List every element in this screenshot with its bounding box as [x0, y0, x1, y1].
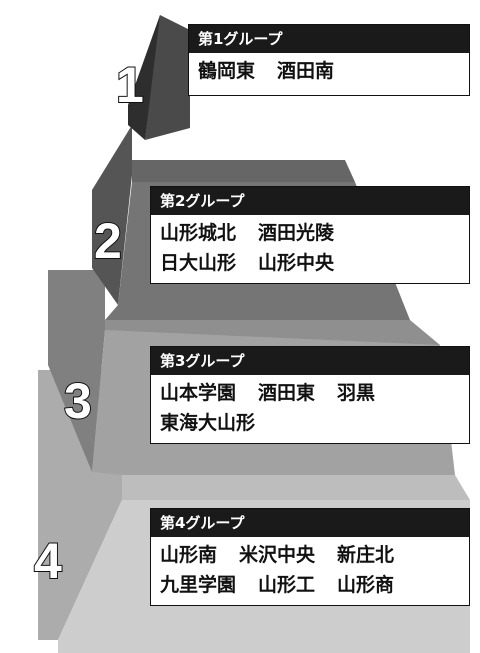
school-name: 山形商: [337, 574, 395, 596]
tier-3-left-face: [48, 270, 105, 472]
tier-3-number: 3: [64, 373, 92, 429]
tier-2-number: 2: [94, 213, 122, 269]
group-2-row-2: 日大山形 山形中央: [160, 248, 461, 278]
group-1-title: 第1グループ: [189, 25, 469, 53]
group-4-row-2: 九里学園 山形工 山形商: [160, 570, 461, 600]
group-1-box: 第1グループ 鶴岡東 酒田南: [188, 24, 470, 96]
school-name: 山形城北: [160, 222, 237, 244]
school-name: 酒田光陵: [258, 222, 335, 244]
school-name: 山形中央: [258, 252, 335, 274]
tier-1-front-face: [145, 15, 190, 140]
tier-4-ledge: [122, 475, 470, 500]
school-name: 鶴岡東: [198, 60, 256, 82]
tier-4-number: 4: [34, 533, 62, 589]
group-3-row-2: 東海大山形: [160, 408, 461, 438]
school-name: 東海大山形: [160, 412, 256, 434]
school-name: 日大山形: [160, 252, 237, 274]
group-3-box: 第3グループ 山本学園 酒田東 羽黒 東海大山形: [150, 346, 470, 444]
school-name: 羽黒: [337, 382, 376, 404]
group-1-row-1: 鶴岡東 酒田南: [198, 56, 461, 86]
group-2-schools: 山形城北 酒田光陵 日大山形 山形中央: [151, 215, 469, 282]
group-4-box: 第4グループ 山形南 米沢中央 新庄北 九里学園 山形工 山形商: [150, 508, 470, 606]
group-2-row-1: 山形城北 酒田光陵: [160, 218, 461, 248]
group-4-row-1: 山形南 米沢中央 新庄北: [160, 540, 461, 570]
tier-1-left-face: [128, 15, 160, 140]
group-2-title: 第2グループ: [151, 187, 469, 215]
tier-2-ledge: [132, 160, 355, 182]
group-3-title: 第3グループ: [151, 347, 469, 375]
school-name: 新庄北: [337, 544, 395, 566]
group-2-box: 第2グループ 山形城北 酒田光陵 日大山形 山形中央: [150, 186, 470, 284]
group-3-row-1: 山本学園 酒田東 羽黒: [160, 378, 461, 408]
group-3-schools: 山本学園 酒田東 羽黒 東海大山形: [151, 375, 469, 442]
school-name: 酒田南: [277, 60, 335, 82]
school-name: 九里学園: [160, 574, 237, 596]
school-name: 山形南: [160, 544, 218, 566]
tier-2-left-face: [92, 125, 132, 305]
tier-1-number: 1: [116, 57, 144, 113]
group-4-schools: 山形南 米沢中央 新庄北 九里学園 山形工 山形商: [151, 537, 469, 604]
school-name: 米沢中央: [239, 544, 316, 566]
school-name: 山形工: [258, 574, 316, 596]
school-name: 酒田東: [258, 382, 316, 404]
school-name: 山本学園: [160, 382, 237, 404]
group-4-title: 第4グループ: [151, 509, 469, 537]
group-1-schools: 鶴岡東 酒田南: [189, 53, 469, 90]
